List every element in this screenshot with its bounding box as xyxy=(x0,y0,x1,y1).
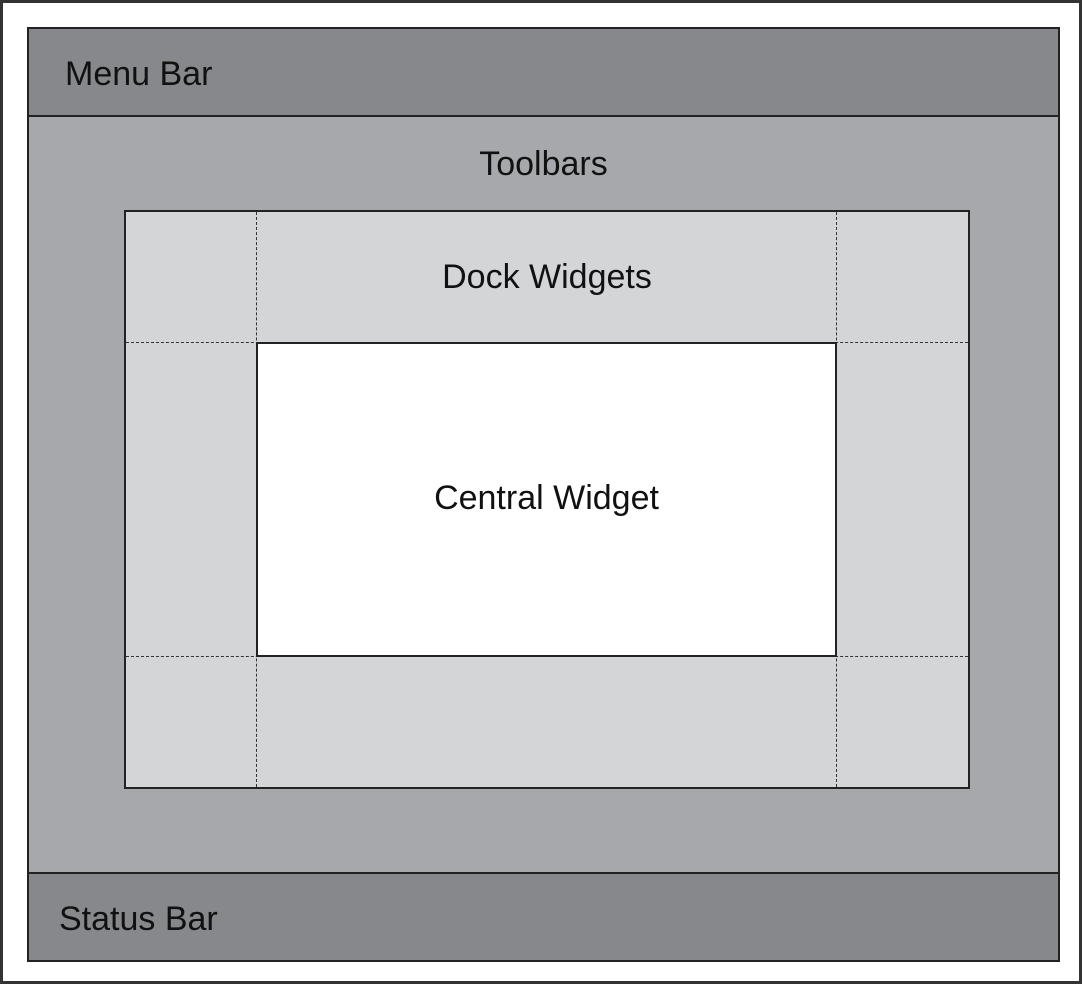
dock-widgets-label: Dock Widgets xyxy=(442,258,652,296)
central-widget: Central Widget xyxy=(256,342,837,657)
status-bar: Status Bar xyxy=(29,872,1058,960)
main-window: Menu Bar Toolbars Dock Widgets Central W… xyxy=(27,27,1060,962)
menu-bar-label: Menu Bar xyxy=(65,55,213,93)
central-widget-label: Central Widget xyxy=(434,479,659,517)
dock-widget-area: Dock Widgets Central Widget xyxy=(124,210,970,789)
toolbars-label: Toolbars xyxy=(479,145,608,183)
status-bar-label: Status Bar xyxy=(59,900,218,938)
menu-bar: Menu Bar xyxy=(29,29,1058,117)
